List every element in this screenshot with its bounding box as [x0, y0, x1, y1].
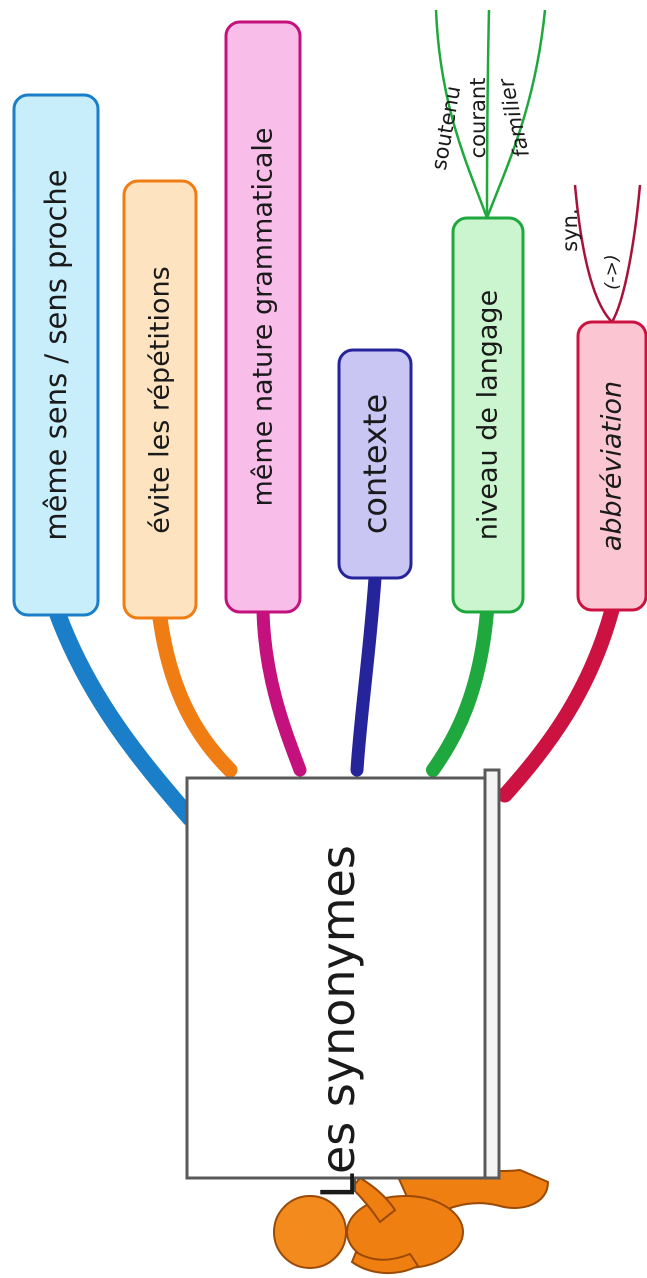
- branch-box: [576, 320, 647, 612]
- sub-label-arrow: (->): [602, 254, 623, 290]
- sub-label-syn: syn.: [558, 208, 582, 251]
- branch-box: [12, 93, 100, 617]
- center-title: Les synonymes: [311, 845, 365, 1199]
- branch-box: [451, 216, 525, 614]
- branch-meme-sens: même sens / sens proche: [12, 93, 100, 617]
- sub-branch-familier: [485, 9, 547, 219]
- branch-label: même nature grammaticale: [248, 128, 279, 507]
- branch-label: même sens / sens proche: [39, 169, 73, 540]
- branch-box: [122, 179, 198, 620]
- sub-branch-arrow: [610, 184, 642, 323]
- branch-connector-niveau: [426, 605, 494, 777]
- center-board: Les synonymes: [185, 768, 501, 1199]
- board-panel: [185, 776, 487, 1180]
- branch-box: [224, 20, 302, 614]
- sub-label-soutenu: soutenu: [427, 84, 465, 172]
- branch-connector-meme-nature: [256, 605, 307, 777]
- figure-head: [273, 1195, 347, 1269]
- sub-label-courant: courant: [466, 78, 490, 159]
- branch-meme-nature: même nature grammaticale: [224, 20, 302, 614]
- branch-label: niveau de langage: [473, 290, 504, 540]
- branch-label: évite les répétitions: [145, 266, 176, 533]
- presenter-figure: [273, 1160, 550, 1275]
- branch-abbreviation: abbréviation: [576, 320, 647, 612]
- branch-connector-contexte: [350, 571, 382, 777]
- figure-hand: [350, 1250, 420, 1275]
- branch-connector-meme-sens: [49, 606, 199, 827]
- board-roller: [483, 768, 501, 1180]
- sub-branch-courant: [485, 9, 491, 219]
- branch-label: contexte: [356, 394, 394, 534]
- branch-connector-evite: [152, 610, 238, 778]
- sub-label-familier: familier: [494, 75, 534, 159]
- branch-contexte: contexte: [337, 348, 413, 580]
- branch-evite: évite les répétitions: [122, 179, 198, 620]
- sub-branch-soutenu: [434, 9, 489, 219]
- branch-label: abbréviation: [597, 381, 628, 551]
- branch-niveau: niveau de langage: [451, 216, 525, 614]
- sub-branch-syn: [573, 184, 613, 323]
- branch-connector-abbreviation: [497, 602, 620, 803]
- branch-box: [337, 348, 413, 580]
